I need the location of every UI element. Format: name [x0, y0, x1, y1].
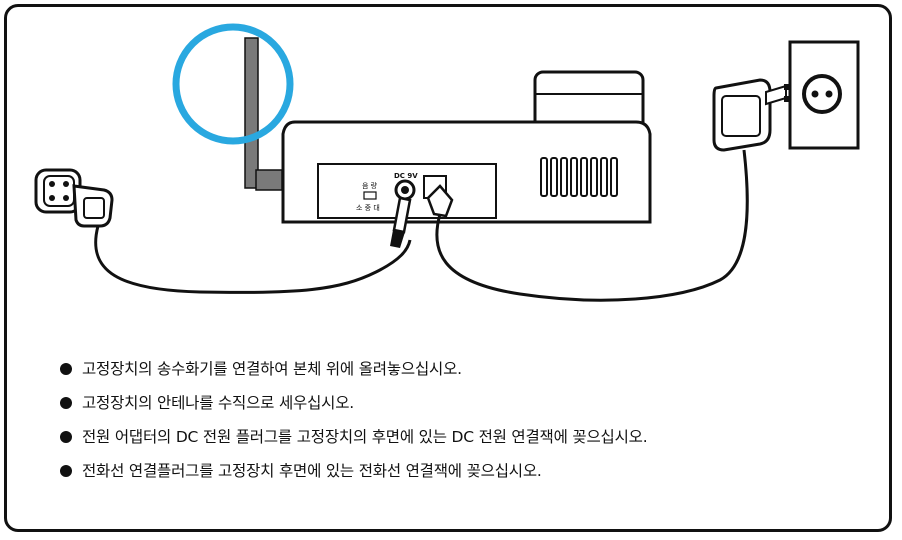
antenna-base — [255, 169, 283, 191]
content-frame — [4, 4, 892, 532]
bullet-icon — [60, 431, 72, 443]
instruction-item: 고정장치의 안테나를 수직으로 세우십시오. — [60, 386, 647, 420]
phone-line-cable — [94, 225, 412, 294]
instruction-text: 전화선 연결플러그를 고정장치 후면에 있는 전화선 연결잭에 꽂으십시오. — [82, 462, 542, 480]
instruction-text: 고정장치의 송수화기를 연결하여 본체 위에 올려놓으십시오. — [82, 360, 462, 378]
bullet-icon — [60, 363, 72, 375]
antenna — [244, 37, 259, 189]
phone-cable-plug — [426, 184, 454, 218]
dc-power-cable — [435, 149, 749, 302]
power-adapter — [712, 78, 790, 152]
antenna-highlight-ring — [172, 23, 294, 145]
instruction-item: 전화선 연결플러그를 고정장치 후면에 있는 전화선 연결잭에 꽂으십시오. — [60, 454, 647, 488]
base-unit — [281, 120, 652, 224]
vent-slots — [540, 157, 618, 197]
bullet-icon — [60, 397, 72, 409]
instruction-item: 고정장치의 송수화기를 연결하여 본체 위에 올려놓으십시오. — [60, 352, 647, 386]
phone-line-plug — [72, 184, 114, 228]
instruction-list: 고정장치의 송수화기를 연결하여 본체 위에 올려놓으십시오. 고정장치의 안테… — [60, 352, 648, 488]
installation-illustration: 음 량 소 중 대 DC 9V — [34, 23, 860, 302]
instruction-text: 전원 어댑터의 DC 전원 플러그를 고정장치의 후면에 있는 DC 전원 연결… — [82, 428, 648, 446]
instruction-text: 고정장치의 안테나를 수직으로 세우십시오. — [82, 394, 354, 412]
volume-label: 음 량 — [362, 182, 378, 190]
power-wall-outlet — [788, 40, 860, 150]
volume-switch — [363, 191, 377, 200]
level-label: 소 중 대 — [356, 204, 380, 212]
bullet-icon — [60, 465, 72, 477]
dc-power-plug — [390, 196, 412, 248]
instruction-item: 전원 어댑터의 DC 전원 플러그를 고정장치의 후면에 있는 DC 전원 연결… — [60, 420, 648, 454]
dc-label: DC 9V — [394, 172, 418, 180]
